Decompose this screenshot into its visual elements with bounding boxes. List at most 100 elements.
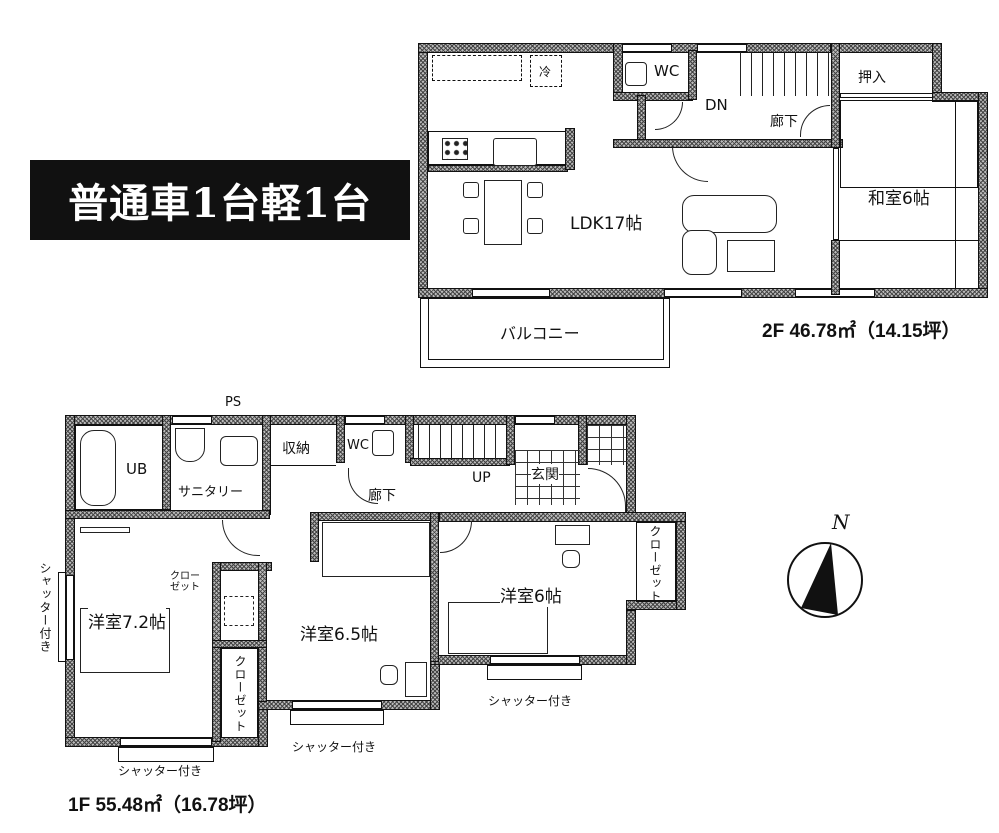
window [622, 44, 672, 52]
chair-icon [463, 182, 479, 198]
window [292, 701, 382, 709]
parking-banner: 普通車1台軽1台 [30, 160, 410, 240]
bed [322, 522, 430, 577]
storage-box [224, 596, 254, 626]
balcony-inner [428, 298, 664, 360]
toilet-icon [625, 62, 647, 86]
entrance-door [588, 468, 626, 512]
area-label-1f: 1F 55.48㎡（16.78坪） [68, 795, 267, 816]
room-label-hallway-2f: 廊下 [770, 114, 798, 130]
storage-line [271, 465, 336, 466]
room-label-ps: PS [225, 395, 242, 410]
wall [565, 128, 575, 170]
bed [448, 602, 548, 654]
chair-icon [562, 550, 580, 568]
coffee-table [727, 240, 775, 272]
room-label-entrance: 玄関 [531, 464, 559, 484]
wall [831, 43, 840, 148]
wall [932, 43, 942, 98]
room-label-wc-2f: WC [654, 62, 680, 80]
shutter-box [290, 710, 384, 725]
wall [262, 415, 271, 515]
wall [613, 139, 843, 148]
compass: N [785, 510, 865, 620]
sofa-corner [682, 230, 717, 275]
window [66, 575, 74, 660]
door-swing [222, 520, 260, 556]
shutter-label-bottom-right: シャッター付き [488, 694, 573, 708]
sink-icon [493, 138, 537, 166]
tatami-line [840, 240, 978, 241]
wall [626, 415, 636, 520]
chair-icon [527, 218, 543, 234]
wall [613, 92, 693, 101]
wall [162, 415, 171, 510]
window [664, 289, 742, 297]
wall [506, 415, 515, 465]
closet-label-a: クローゼット [233, 655, 247, 733]
wall [65, 510, 270, 519]
window [345, 416, 385, 424]
stairs-up-label: UP [472, 470, 491, 486]
shutter-box [118, 747, 214, 762]
wall [258, 562, 267, 702]
window [490, 656, 580, 664]
window [697, 44, 747, 52]
bath-unit [75, 425, 163, 510]
chair-icon [380, 665, 398, 685]
wall [578, 415, 587, 465]
window [472, 289, 550, 297]
wall [212, 640, 267, 648]
wall [676, 512, 686, 610]
wall [626, 610, 636, 665]
fridge-icon: 冷 [530, 55, 562, 87]
chair-icon [527, 182, 543, 198]
shutter-label-left: シャッター付き [38, 562, 52, 653]
wall [336, 415, 345, 463]
wall [831, 240, 840, 295]
closet-label-b: クローゼット [648, 525, 662, 603]
washbasin-icon [220, 436, 258, 466]
closet [221, 648, 258, 738]
tatami-line [955, 100, 956, 288]
shelf [80, 527, 130, 533]
room-label-yoshitsu65: 洋室6.5帖 [300, 625, 379, 645]
bathtub-icon [80, 430, 116, 506]
desk [555, 525, 590, 545]
window [515, 416, 555, 424]
shutter-label-bottom-left: シャッター付き [118, 764, 203, 778]
wall [637, 95, 646, 143]
room-label-oshiire: 押入 [858, 70, 886, 86]
door-swing [655, 102, 683, 130]
room-label-balcony: バルコニー [500, 324, 580, 343]
room-label-washitsu: 和室6帖 [868, 189, 930, 209]
tatami [840, 100, 978, 188]
wall [310, 512, 319, 562]
door-swing [800, 105, 830, 137]
porch-tiles [587, 425, 627, 465]
closet-label-small: クロー ゼット [170, 571, 200, 593]
sofa [682, 195, 777, 233]
wall [978, 92, 988, 297]
window [172, 416, 212, 424]
wall [405, 415, 414, 463]
shutter-box [58, 572, 66, 662]
north-arrow-icon [787, 542, 863, 618]
door-swing [348, 468, 378, 504]
wall [430, 512, 439, 662]
room-label-ldk: LDK17帖 [570, 214, 643, 234]
wall-thin [833, 148, 839, 240]
room-label-sanitary: サニタリー [178, 485, 244, 500]
wall [830, 43, 940, 53]
room-label-yoshitsu6: 洋室6帖 [500, 582, 562, 607]
stove-icon [442, 138, 468, 160]
desk [405, 662, 427, 697]
stairs [418, 425, 506, 460]
door-swing [672, 146, 708, 182]
cupboard [432, 55, 522, 81]
area-label-2f: 2F 46.78㎡（14.15坪） [762, 321, 961, 342]
stairs-down-label: DN [705, 96, 728, 114]
wall [688, 50, 697, 100]
stairs [740, 52, 830, 96]
compass-label: N [832, 510, 850, 534]
